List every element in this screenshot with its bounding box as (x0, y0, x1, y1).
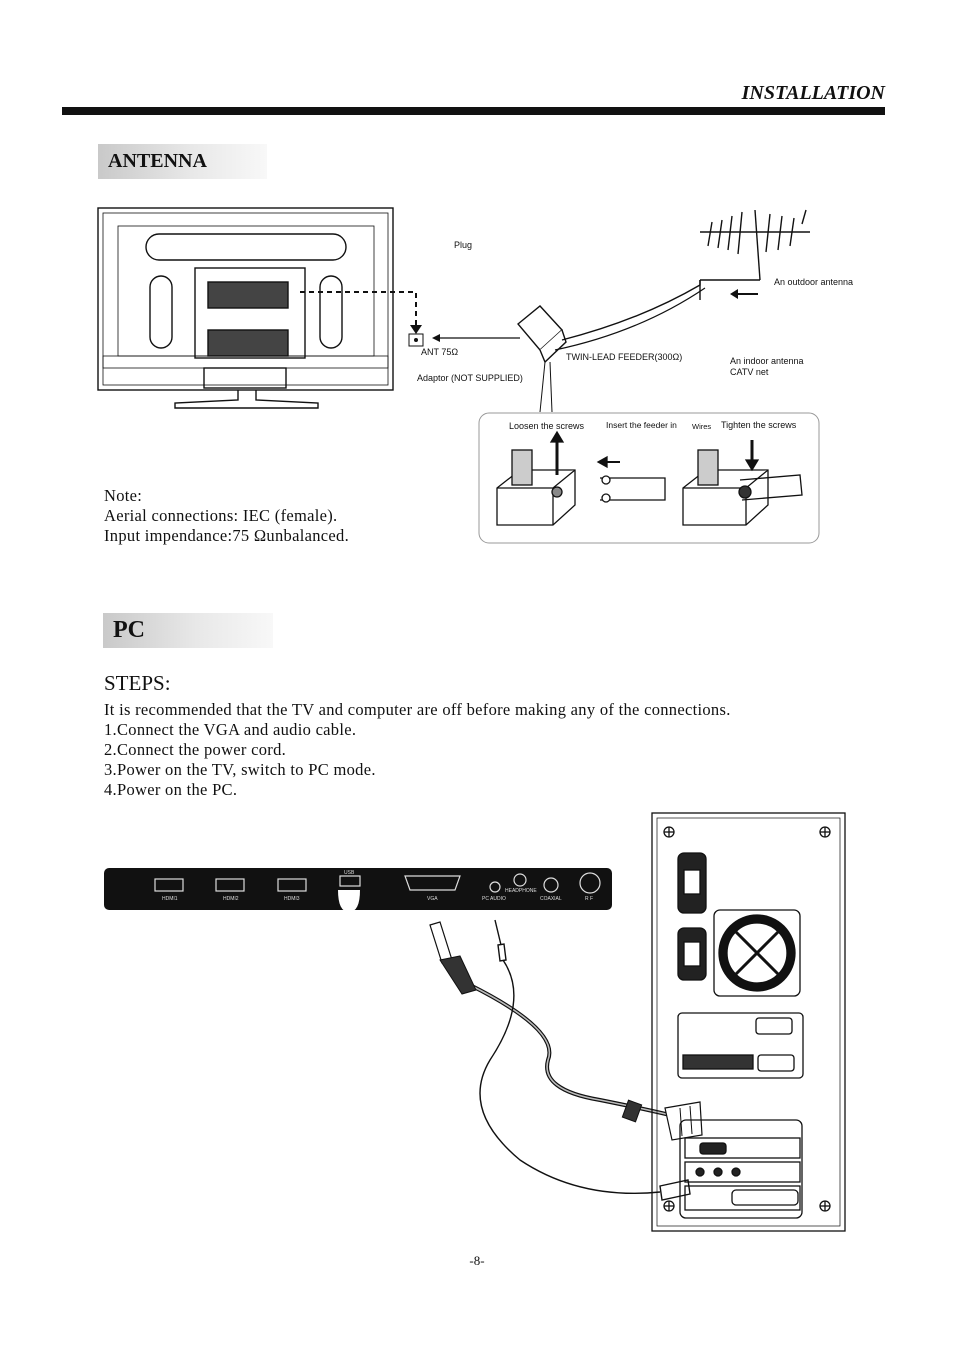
step-1: 1.Connect the VGA and audio cable. (104, 720, 357, 739)
step-3: 3.Power on the TV, switch to PC mode. (104, 760, 376, 779)
antenna-section-label: ANTENNA (98, 144, 267, 179)
note-heading: Note: (104, 486, 143, 505)
audio-cable (479, 919, 691, 1201)
header-rule (62, 107, 885, 115)
vga-cable (429, 921, 703, 1141)
steps-title: STEPS: (104, 671, 171, 695)
port-pc-audio-label: PC AUDIO (482, 896, 506, 902)
page-number: -8- (469, 1253, 485, 1268)
screw-detail-illustration (496, 430, 803, 526)
tv-to-antenna-dotted-line (300, 291, 417, 325)
tv-back-illustration (97, 207, 394, 409)
page-header-title: INSTALLATION (741, 82, 885, 104)
plug-label: Plug (454, 240, 472, 250)
antenna-diagram: Plug An outdoor antenna ANT 75Ω TWIN-LEA… (97, 207, 853, 544)
port-hdmi3-label: HDMI3 (284, 896, 300, 902)
step-4: 4.Power on the PC. (104, 780, 238, 799)
port-hdmi2-label: HDMI2 (223, 896, 239, 902)
note-line-impedance: Input impendance:75 Ωunbalanced. (104, 526, 349, 545)
wires-label: Wires (692, 422, 711, 431)
adaptor-label: Adaptor (NOT SUPPLIED) (417, 373, 523, 383)
loosen-label: Loosen the screws (509, 421, 585, 431)
feeder-label: TWIN-LEAD FEEDER(300Ω) (566, 352, 682, 362)
pc-connection-diagram: HDMI1 HDMI2 HDMI3 USB VGA PC AUDIO HEADP… (104, 812, 846, 1232)
port-rf-label: R F (585, 896, 593, 902)
indoor-antenna-label: An indoor antenna (730, 356, 804, 366)
ant75-label: ANT 75Ω (421, 347, 458, 357)
steps-list: It is recommended that the TV and comput… (104, 700, 731, 800)
outdoor-antenna-label: An outdoor antenna (774, 277, 853, 287)
port-headphone-label: HEADPHONE (505, 888, 537, 894)
pc-tower-illustration (651, 812, 846, 1232)
outdoor-antenna-illustration (699, 209, 810, 300)
catv-label: CATV net (730, 367, 769, 377)
port-vga-label: VGA (427, 896, 438, 902)
insert-label: Insert the feeder in (606, 420, 677, 430)
port-hdmi1-label: HDMI1 (162, 896, 178, 902)
pc-section-label: PC (103, 613, 273, 648)
port-coaxial-label: COAXIAL (540, 896, 562, 902)
tighten-label: Tighten the screws (721, 420, 797, 430)
step-intro: It is recommended that the TV and comput… (104, 700, 731, 719)
antenna-note: Note: Aerial connections: IEC (female). … (104, 486, 349, 546)
note-line-aerial: Aerial connections: IEC (female). (104, 506, 338, 525)
port-usb-label: USB (344, 870, 355, 876)
adaptor-illustration (517, 305, 567, 364)
step-2: 2.Connect the power cord. (104, 740, 287, 759)
